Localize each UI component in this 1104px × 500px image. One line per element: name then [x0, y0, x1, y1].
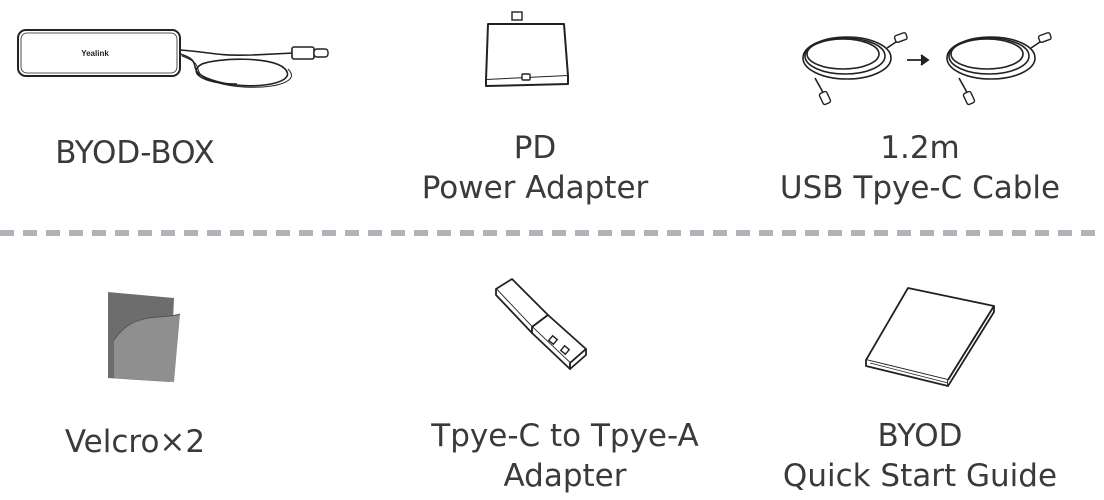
quick-start-guide-label: BYOD Quick Start Guide [782, 418, 1058, 494]
usb-c-cable-label: 1.2m USB Tpye-C Cable [779, 130, 1061, 206]
c-to-a-adapter-label: Tpye-C to Tpye-A Adapter [431, 418, 699, 494]
velcro-label: Velcro×2 [64, 424, 206, 460]
c-to-a-adapter-illustration [495, 278, 587, 370]
byod-box-illustration: Yealink [17, 29, 329, 88]
pd-power-adapter-label: PD Power Adapter [421, 130, 649, 206]
power-adapter-illustration [485, 11, 569, 87]
usb-c-cable-illustration [802, 32, 1052, 106]
arrow-right-icon [907, 54, 930, 66]
velcro-illustration [108, 292, 181, 382]
yealink-logo: Yealink [81, 49, 109, 58]
byod-box-label: BYOD-BOX [55, 135, 215, 171]
dashed-divider [0, 230, 1104, 236]
quick-start-guide-illustration [865, 287, 995, 387]
